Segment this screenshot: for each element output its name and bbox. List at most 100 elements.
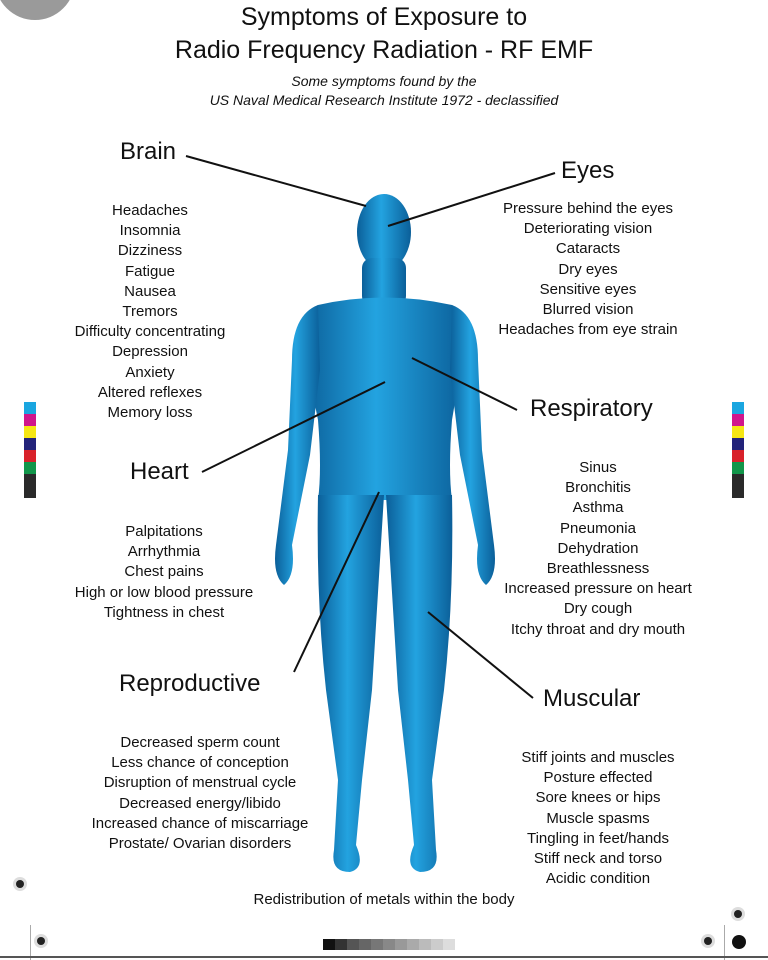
- muscular-symptom: Muscle spasms: [546, 809, 650, 827]
- muscular-symptom: Acidic condition: [545, 870, 651, 888]
- reproductive-symptom: Disruption of menstrual cycle: [103, 774, 297, 792]
- eyes-symptom: Sensitive eyes: [539, 280, 637, 298]
- color-swatch: [732, 402, 744, 414]
- respiratory-heading: Respiratory: [530, 395, 653, 422]
- brain-symptom: Nausea: [124, 282, 176, 300]
- body-head: [357, 194, 411, 270]
- muscular-symptom: Posture effected: [543, 769, 653, 787]
- respiratory-symptom: Bronchitis: [565, 479, 631, 497]
- color-calibration-bar-right: [732, 402, 744, 498]
- heart-symptom: Palpitations: [125, 523, 203, 540]
- color-swatch: [24, 450, 36, 462]
- reproductive-symptom: Less chance of conception: [111, 754, 289, 772]
- pointer-heart: [201, 381, 386, 473]
- color-calibration-bar-left: [24, 402, 36, 498]
- heart-symptom: Arrhythmia: [127, 543, 201, 561]
- brain-symptom: Anxiety: [125, 363, 175, 381]
- muscular-symptom: Stiff neck and torso: [533, 850, 663, 868]
- bottom-border: [0, 956, 768, 958]
- eyes-symptom: Pressure behind the eyes: [502, 200, 674, 217]
- color-swatch: [24, 426, 36, 438]
- color-swatch: [24, 402, 36, 414]
- heart-symptom: Tightness in chest: [103, 603, 225, 621]
- pointer-respiratory: [411, 357, 518, 411]
- eyes-heading: Eyes: [561, 157, 615, 184]
- brain-symptom: Tremors: [122, 303, 178, 321]
- color-swatch: [732, 486, 744, 498]
- muscular-heading: Muscular: [543, 685, 641, 712]
- brain-symptom: Insomnia: [119, 222, 181, 240]
- eyes-symptom: Dry eyes: [558, 260, 618, 278]
- muscular-symptom: Stiff joints and muscles: [521, 749, 675, 766]
- brain-symptom: Fatigue: [124, 262, 176, 280]
- heart-symptom: High or low blood pressure: [74, 583, 254, 601]
- color-swatch: [24, 414, 36, 426]
- subtitle-line-1: Some symptoms found by the: [291, 73, 477, 89]
- brain-symptom: Difficulty concentrating: [74, 323, 226, 341]
- grayscale-calibration-strip: [323, 939, 455, 950]
- registration-mark-icon: [37, 937, 45, 945]
- pointer-eyes: [387, 172, 556, 227]
- respiratory-symptom: Sinus: [579, 459, 617, 476]
- color-swatch: [732, 414, 744, 426]
- color-swatch: [732, 426, 744, 438]
- footer-note: Redistribution of metals within the body: [253, 891, 515, 908]
- reproductive-symptom: Prostate/ Ovarian disorders: [108, 835, 292, 853]
- muscular-symptom: Tingling in feet/hands: [526, 829, 670, 847]
- color-swatch: [732, 450, 744, 462]
- brain-symptom: Depression: [112, 343, 188, 361]
- color-swatch: [732, 438, 744, 450]
- respiratory-symptom: Breathlessness: [546, 560, 650, 578]
- registration-mark-icon: [16, 880, 24, 888]
- heart-symptom: Chest pains: [124, 563, 204, 581]
- body-left-leg: [317, 495, 384, 872]
- color-swatch: [732, 462, 744, 474]
- color-swatch: [24, 486, 36, 498]
- body-torso: [303, 297, 465, 500]
- respiratory-symptom: Dry cough: [563, 600, 633, 618]
- color-swatch: [24, 462, 36, 474]
- reproductive-symptom: Increased chance of miscarriage: [91, 814, 309, 832]
- color-swatch: [732, 474, 744, 486]
- crop-mark: [30, 925, 31, 960]
- eyes-symptom: Blurred vision: [542, 301, 634, 319]
- reproductive-symptom: Decreased energy/libido: [119, 794, 281, 812]
- registration-mark-icon: [734, 910, 742, 918]
- brain-heading: Brain: [120, 138, 177, 165]
- pointer-reproductive: [293, 491, 380, 673]
- registration-target-icon: [732, 935, 746, 949]
- body-neck: [362, 258, 406, 306]
- title-line-2: Radio Frequency Radiation - RF EMF: [174, 36, 594, 64]
- crop-mark: [724, 925, 725, 960]
- respiratory-symptom: Pneumonia: [560, 519, 636, 537]
- registration-mark-icon: [704, 937, 712, 945]
- respiratory-symptom: Itchy throat and dry mouth: [510, 620, 686, 638]
- brain-symptom: Dizziness: [117, 242, 183, 260]
- pointer-muscular: [427, 611, 534, 699]
- color-swatch: [24, 438, 36, 450]
- reproductive-heading: Reproductive: [119, 670, 261, 697]
- title-line-1: Symptoms of Exposure to: [240, 3, 528, 31]
- brain-symptom: Headaches: [112, 202, 188, 219]
- respiratory-symptom: Dehydration: [557, 539, 639, 557]
- respiratory-symptom: Increased pressure on heart: [504, 580, 692, 598]
- eyes-symptom: Deteriorating vision: [523, 220, 653, 238]
- brain-symptom: Altered reflexes: [97, 383, 203, 401]
- body-right-leg: [386, 495, 453, 872]
- eyes-symptom: Cataracts: [555, 240, 621, 258]
- heart-heading: Heart: [130, 458, 189, 485]
- body-right-arm: [450, 305, 495, 585]
- body-left-arm: [275, 305, 320, 585]
- muscular-symptom: Sore knees or hips: [535, 789, 661, 807]
- subtitle-line-2: US Naval Medical Research Institute 1972…: [209, 92, 559, 108]
- respiratory-symptom: Asthma: [572, 499, 624, 517]
- color-swatch: [24, 474, 36, 486]
- reproductive-symptom: Decreased sperm count: [120, 734, 280, 751]
